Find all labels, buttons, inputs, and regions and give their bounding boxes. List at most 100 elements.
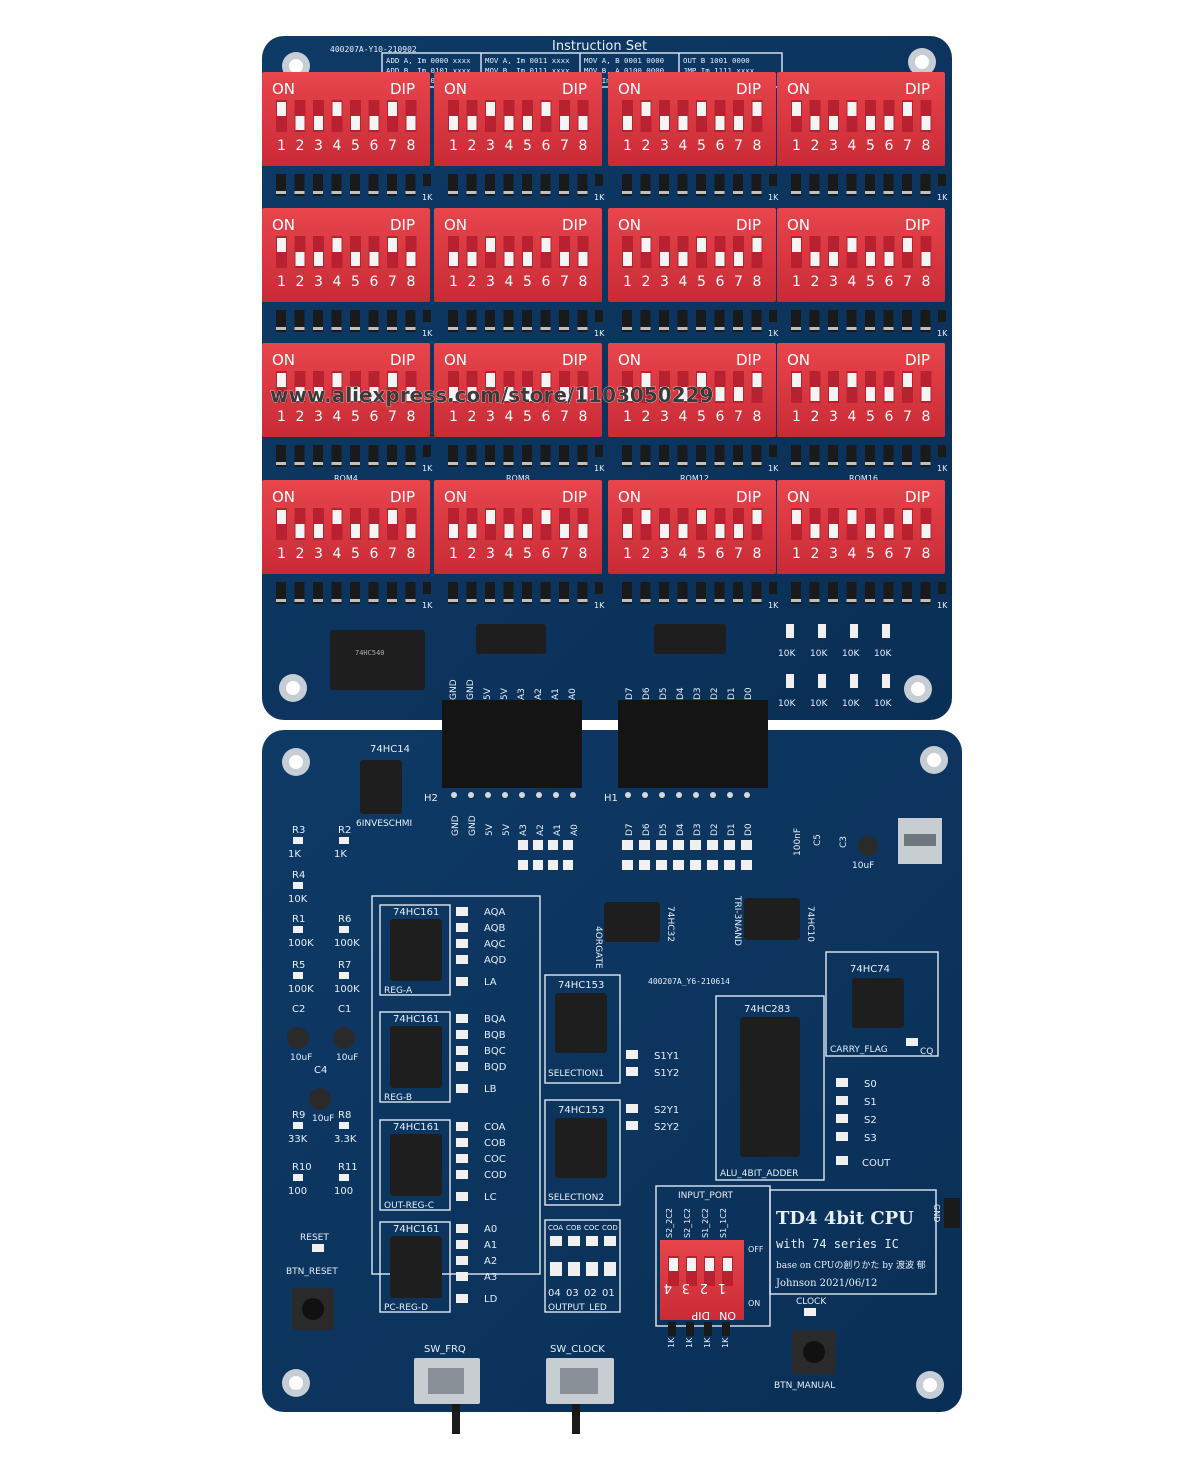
dip-on-text: ON: [444, 488, 467, 506]
dip-toggle: [449, 252, 458, 266]
dip-number: 2: [468, 409, 477, 425]
diode: [559, 174, 569, 196]
diode: [846, 445, 857, 467]
dip-number: 6: [370, 409, 379, 425]
diode: [350, 445, 360, 467]
diode-band: [276, 599, 286, 602]
diode: [733, 445, 743, 467]
diode: [714, 582, 725, 604]
resistor-smd: [595, 582, 603, 594]
header-pin: [676, 792, 682, 798]
mux1-label: SELECTION1: [548, 1069, 604, 1079]
bottom-pin-label: A3: [519, 824, 529, 836]
top-pin-label: D6: [642, 687, 652, 700]
diode: [791, 582, 801, 604]
diode-band: [659, 599, 669, 602]
dip-number: 6: [716, 409, 725, 425]
sw-frq-label: SW_FRQ: [424, 1344, 466, 1355]
buffer-chip-2: [654, 624, 726, 654]
svg-text:CQ: CQ: [920, 1047, 933, 1057]
dip-number: 5: [697, 274, 706, 290]
dip-number: 1: [449, 138, 458, 154]
diode-band: [640, 191, 651, 194]
diode: [331, 582, 342, 604]
diode-band: [313, 462, 323, 465]
dip-toggle: [715, 252, 725, 266]
input-resistor-value: 1K: [685, 1337, 694, 1348]
sw-clock-label: SW_CLOCK: [550, 1344, 605, 1355]
data-led: [724, 840, 735, 850]
dip-toggle: [314, 387, 323, 401]
diode: [485, 582, 495, 604]
diode-band: [466, 327, 477, 330]
dip-toggle: [829, 116, 838, 130]
dip-toggle: [523, 524, 532, 538]
bottom-pin-label: D4: [676, 823, 686, 836]
diode: [791, 310, 801, 332]
load-label: LC: [484, 1192, 497, 1203]
register-led: [456, 939, 468, 948]
dip-on-text: ON: [618, 488, 641, 506]
address-led: [563, 860, 573, 870]
register-chip: [390, 919, 442, 981]
dip-toggle: [504, 524, 514, 538]
clock-switch[interactable]: [546, 1358, 614, 1434]
buffer-chip-1: [476, 624, 546, 654]
top-pin-label: GND: [449, 679, 459, 700]
dip-number: 3: [829, 138, 838, 154]
top-pin-label: A0: [568, 688, 578, 700]
output-led-num: 04: [548, 1288, 561, 1299]
resistor-name: R7: [338, 960, 351, 971]
dip-number: 2: [811, 546, 820, 562]
dip-on-text: ON: [444, 351, 467, 369]
resistor-smd: [769, 310, 777, 322]
register-led-label: BQA: [484, 1014, 506, 1025]
mux-led: [626, 1067, 638, 1076]
dip-toggle: [810, 524, 820, 538]
dip-dip-text: DIP: [736, 351, 761, 369]
diode-band: [733, 327, 743, 330]
dip-number: 4: [679, 138, 688, 154]
dip-number: 1: [277, 409, 286, 425]
register-chip-label: 74HC161: [393, 907, 439, 918]
dip-on-text: ON: [272, 351, 295, 369]
frequency-switch[interactable]: [414, 1358, 480, 1434]
diode: [622, 445, 632, 467]
pullup-value: 10K: [874, 649, 892, 659]
diode: [902, 582, 912, 604]
manual-clock-button[interactable]: [792, 1330, 836, 1374]
load-label: LB: [484, 1084, 497, 1095]
dip-dip-text: DIP: [390, 351, 415, 369]
dip-number: 5: [351, 409, 360, 425]
diode: [368, 582, 379, 604]
bottom-pin-label: 5V: [485, 823, 495, 836]
instruction-cell: MOV A, Im 0011 xxxx: [485, 56, 570, 65]
resistor-value: 1K: [768, 464, 779, 473]
dip-number: 7: [734, 546, 743, 562]
mount-hole-br2: [920, 746, 948, 774]
register-frame: [379, 904, 451, 996]
diode: [466, 445, 477, 467]
resistor-pad: [339, 972, 349, 979]
resistor-pad: [293, 1174, 303, 1181]
diode-band: [902, 327, 912, 330]
diode-band: [294, 191, 305, 194]
mount-hole-tr: [908, 48, 936, 76]
dip-toggle: [903, 238, 912, 252]
dip-number: 7: [903, 274, 912, 290]
diode-band: [846, 462, 857, 465]
dip-number: 5: [523, 546, 532, 562]
diode-band: [714, 599, 725, 602]
dip-number: 4: [679, 274, 688, 290]
resistor-smd: [423, 445, 431, 457]
dip-toggle: [660, 116, 669, 130]
dip-toggle: [541, 238, 551, 252]
dip-toggle: [388, 102, 397, 116]
reset-button[interactable]: [292, 1288, 334, 1330]
diode-band: [559, 327, 569, 330]
dip-number: 1: [277, 138, 286, 154]
dip-number: 1: [449, 274, 458, 290]
diode-band: [733, 191, 743, 194]
